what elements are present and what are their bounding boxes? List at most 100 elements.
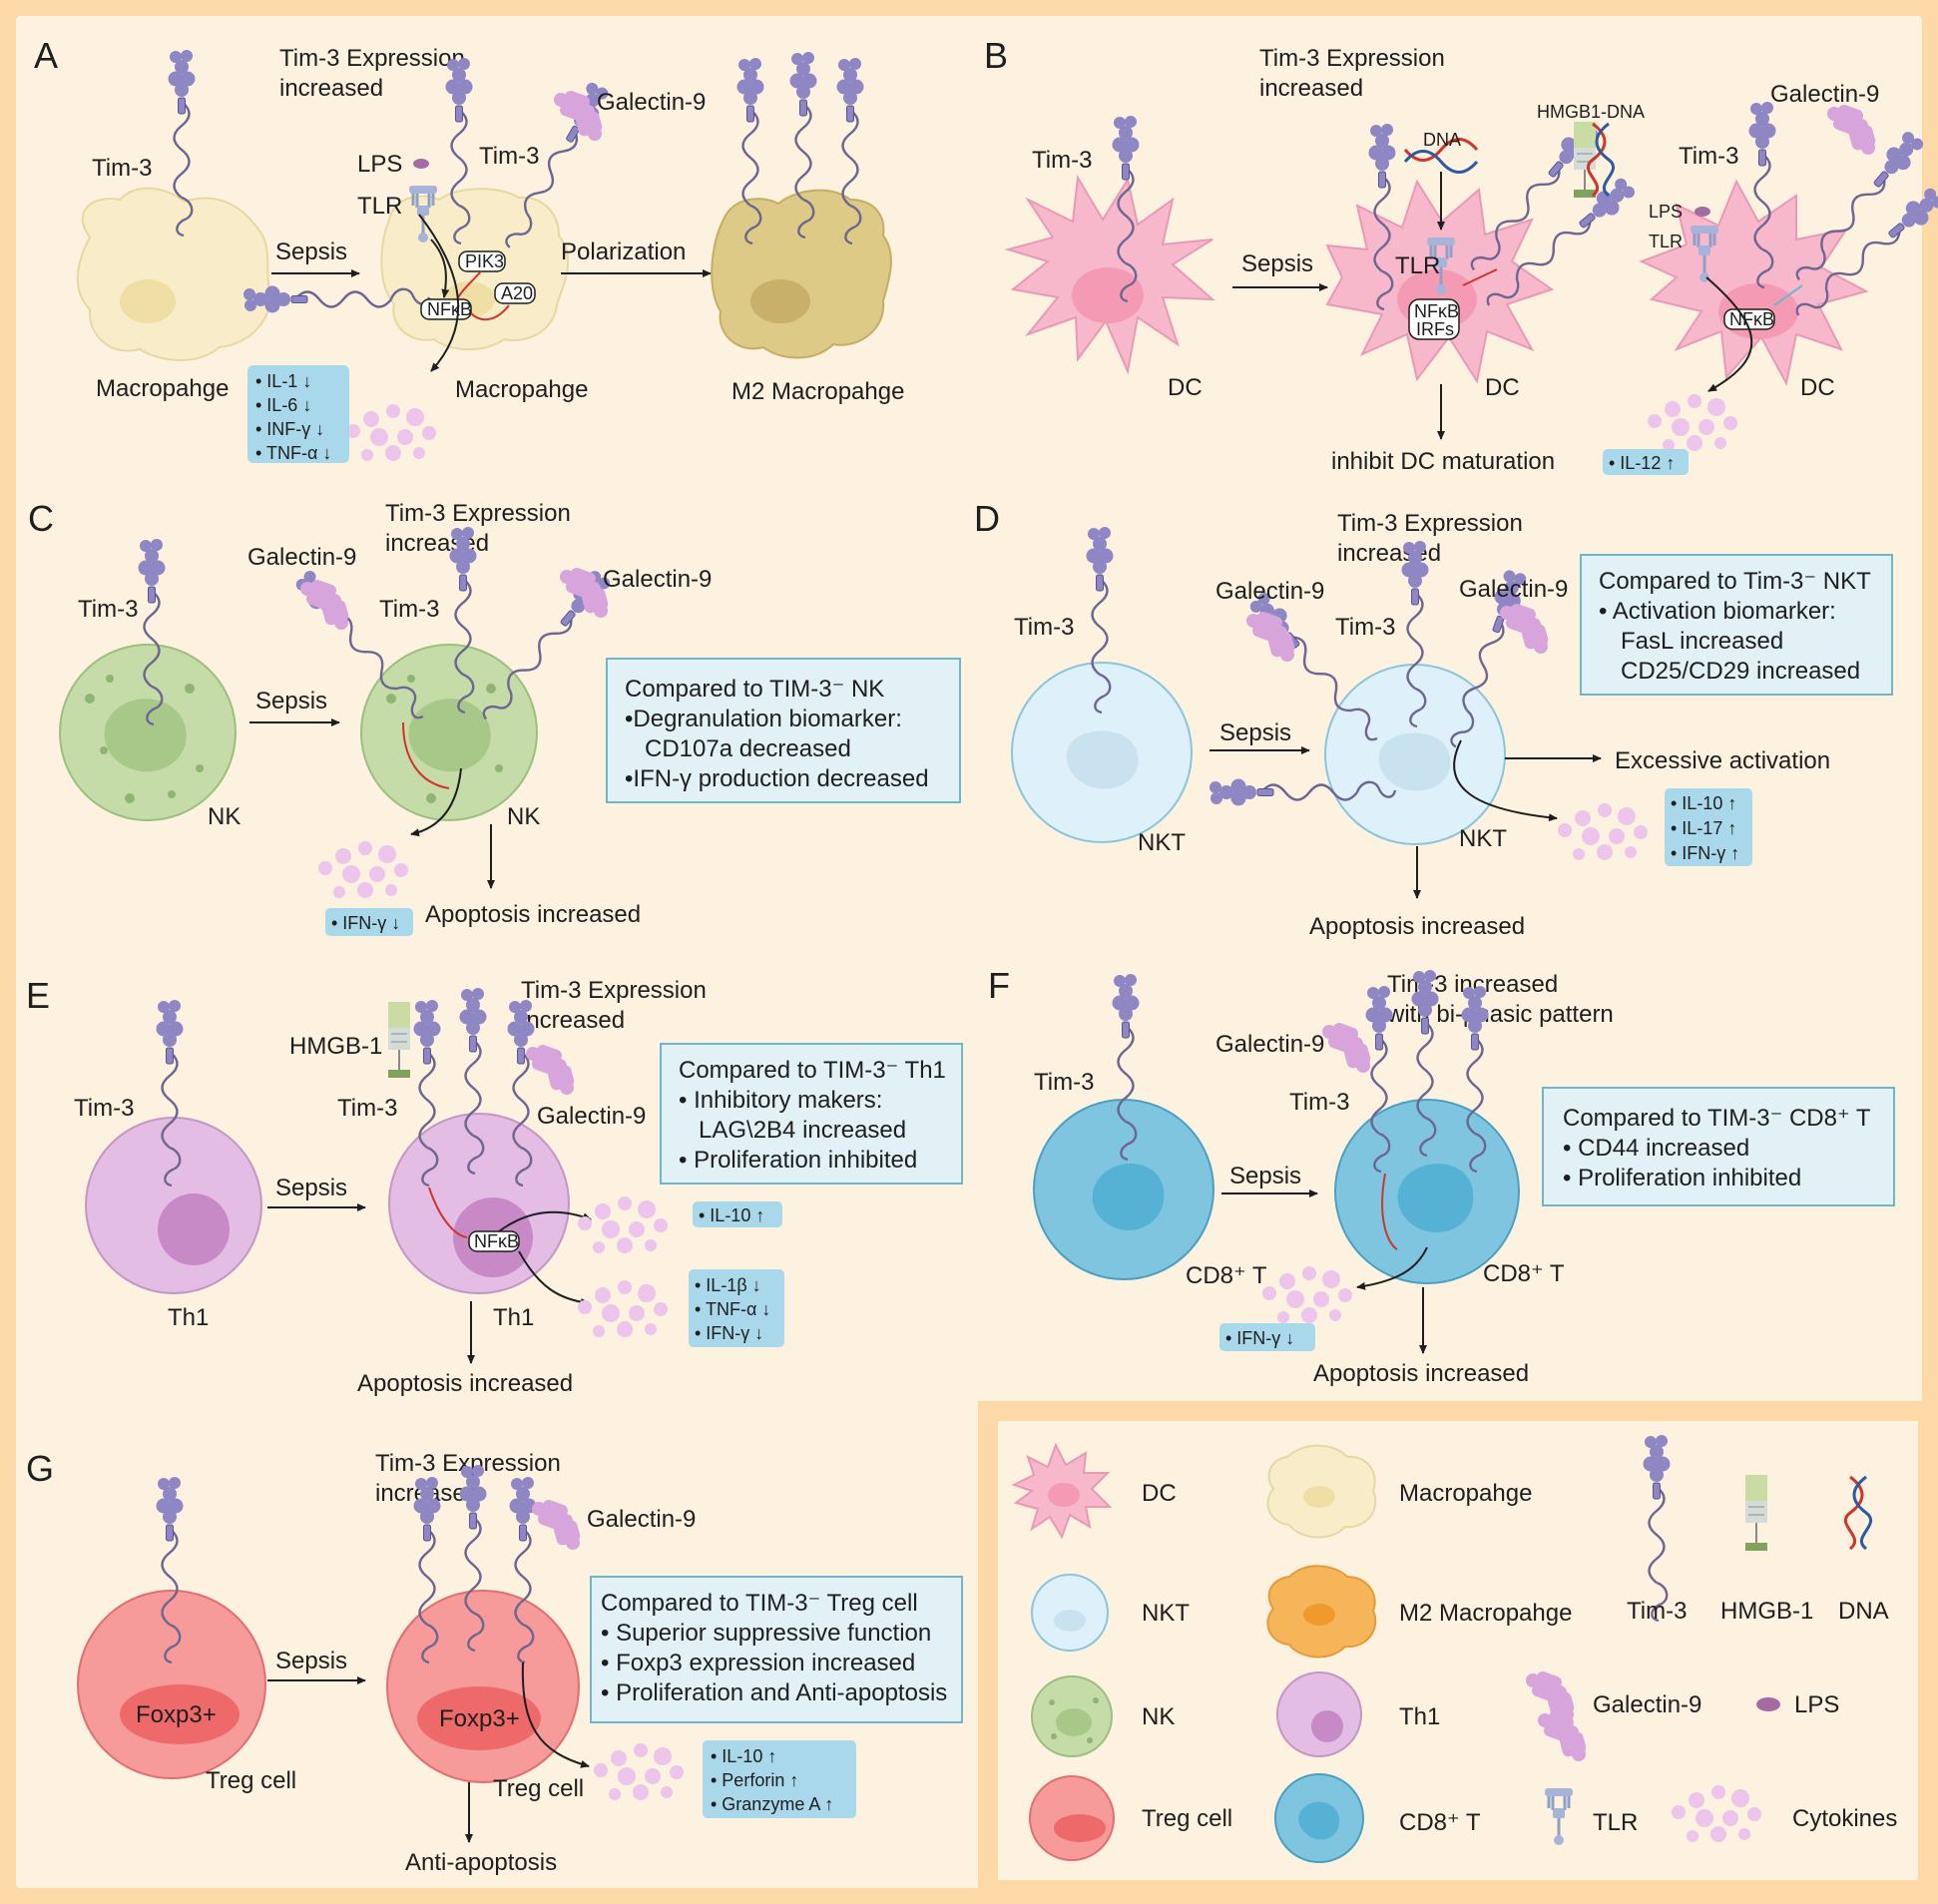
box-line: •IFN-γ production decreased (625, 765, 929, 792)
cell-label: NKT (1459, 825, 1507, 852)
inhibit-line (402, 721, 450, 789)
cytokine-arrow (410, 767, 462, 837)
dc-nucleus (1072, 267, 1144, 323)
nkt-nucleus (1066, 730, 1139, 789)
cytokine-item: • IFN-γ ↓ (331, 913, 400, 933)
nk-nucleus (408, 699, 491, 772)
tim3-label: Tim-3 (479, 143, 539, 170)
panel-heading-line1: Tim-3 Expression (1259, 45, 1445, 72)
tim3-label: Tim-3 (1679, 143, 1738, 170)
cytokine-item: • IL-1 ↓ (255, 371, 311, 391)
signal-arrow (430, 238, 450, 298)
legend-lps-label: LPS (1794, 1691, 1839, 1718)
irfs-label: IRFs (1416, 319, 1454, 339)
box-line: • Activation biomarker: (1599, 598, 1836, 625)
nucleus-label: Foxp3+ (136, 1701, 217, 1728)
legend-dna-label: DNA (1838, 1598, 1889, 1625)
cell-label: CD8⁺ T (1483, 1260, 1565, 1287)
treg-nucleus (120, 1684, 240, 1744)
cytokine-box (325, 908, 413, 936)
a20-node (494, 282, 536, 304)
box-line: Compared to Tim-3⁻ NKT (1599, 568, 1871, 595)
legend-macrophage-label: Macropahge (1399, 1480, 1532, 1507)
cytokine-arrow (498, 1210, 592, 1232)
panel-letter: B (984, 35, 1008, 76)
tlr-label: TLR (1395, 252, 1440, 279)
hmgb1-label: HMGB-1 (289, 1033, 382, 1060)
lps-icon (413, 159, 429, 169)
cell-label: CD8⁺ T (1186, 1262, 1267, 1289)
cell-label: DC (1800, 374, 1835, 401)
sepsis-label: Sepsis (275, 1648, 347, 1674)
excessive-label: Excessive activation (1615, 747, 1830, 774)
cytokine-arrow (418, 214, 459, 372)
cytokine-box (1603, 449, 1689, 475)
tim3-label: Tim-3 (1014, 614, 1074, 641)
galectin9-label: Galectin-9 (1215, 1031, 1324, 1058)
legend-tlr-label: TLR (1593, 1809, 1638, 1836)
panel-heading-line2: increased (1337, 540, 1441, 567)
nfkb-node (468, 1230, 520, 1252)
panel-heading-line1: Tim-3 Expression (1337, 510, 1523, 537)
tim3-label: Tim-3 (1289, 1089, 1349, 1116)
box-line: FasL increased (1621, 628, 1783, 655)
cytokine-item: • IL-17 ↑ (1671, 818, 1736, 838)
inhibit-line (1462, 268, 1498, 286)
sepsis-label: Sepsis (1229, 1163, 1301, 1190)
tim3-label: Tim-3 (1032, 147, 1092, 174)
tlr-label: TLR (357, 193, 402, 220)
tim3-label: Tim-3 (1034, 1069, 1094, 1096)
cell-label: NKT (1138, 829, 1186, 856)
nfkb-label: NFκB (1729, 309, 1774, 329)
inhibit-line (1381, 1173, 1398, 1250)
lps-label: LPS (357, 151, 402, 178)
cytokine-item: • IL-1β ↓ (695, 1275, 761, 1295)
panel-g: G Tim-3 Expression increased Foxp3+ Treg… (26, 1448, 963, 1876)
legend-dc-label: DC (1142, 1480, 1177, 1507)
galectin9-label: Galectin-9 (537, 1103, 646, 1130)
tim3-label: Tim-3 (92, 155, 152, 182)
cytokine-item: • IFN-γ ↓ (1225, 1328, 1294, 1348)
m2-macrophage-cell (711, 189, 892, 359)
panel-heading-line1: Tim-3 Expression (521, 977, 707, 1004)
macrophage-nucleus (120, 279, 176, 323)
polarization-label: Polarization (561, 238, 686, 265)
tim3-label: Tim-3 (78, 596, 138, 623)
outcome-label: Apoptosis increased (1309, 913, 1525, 940)
outcome-label: Apoptosis increased (425, 901, 641, 928)
tim3-label: Tim-3 (337, 1095, 397, 1122)
panel-heading-line2: increased (279, 75, 383, 102)
box-line: • Inhibitory makers: (679, 1087, 882, 1114)
cd8-nucleus (1092, 1164, 1165, 1230)
box-line: • Foxp3 expression increased (601, 1650, 915, 1676)
cytokine-arrow (1453, 739, 1558, 822)
hmgb1-dna-label: HMGB1-DNA (1537, 102, 1645, 122)
sepsis-label: Sepsis (1219, 719, 1291, 746)
tim3-label: Tim-3 (379, 596, 439, 623)
cytokine-item: • IL-10 ↑ (699, 1205, 764, 1225)
panel-heading-line1: Tim-3 Expression (385, 500, 571, 527)
cell-label: Th1 (168, 1304, 209, 1331)
panel-a: A Tim-3 Expression increased Tim-3 Macro… (34, 35, 904, 463)
tlr-label: TLR (1649, 232, 1683, 251)
cytokine-arrow (521, 1662, 590, 1768)
cytokine-item: • TNF-α ↓ (255, 443, 331, 463)
sepsis-label: Sepsis (275, 238, 347, 265)
panel-letter: D (974, 498, 1000, 539)
tim3-label: Tim-3 (74, 1095, 134, 1122)
cytokine-item: • Perforin ↑ (711, 1770, 798, 1790)
cell-label: NK (208, 803, 241, 830)
legend-m2-label: M2 Macropahge (1399, 1600, 1572, 1627)
panel-heading-line1: Tim-3 Expression (279, 45, 465, 72)
pik3-label: PIK3 (465, 251, 504, 271)
galectin9-label: Galectin-9 (587, 1506, 696, 1533)
comparison-box (660, 1043, 963, 1185)
sepsis-label: Sepsis (255, 688, 327, 714)
legend-nkt-label: NKT (1142, 1600, 1190, 1627)
treg-nucleus (417, 1686, 541, 1750)
cytokine-box (1665, 788, 1752, 866)
cell-label: DC (1168, 374, 1203, 401)
dna-label: DNA (1423, 130, 1461, 150)
cell-label: Treg cell (493, 1775, 584, 1802)
panel-e: E Tim-3 Expression increased Tim-3 Th1 S… (26, 975, 963, 1397)
